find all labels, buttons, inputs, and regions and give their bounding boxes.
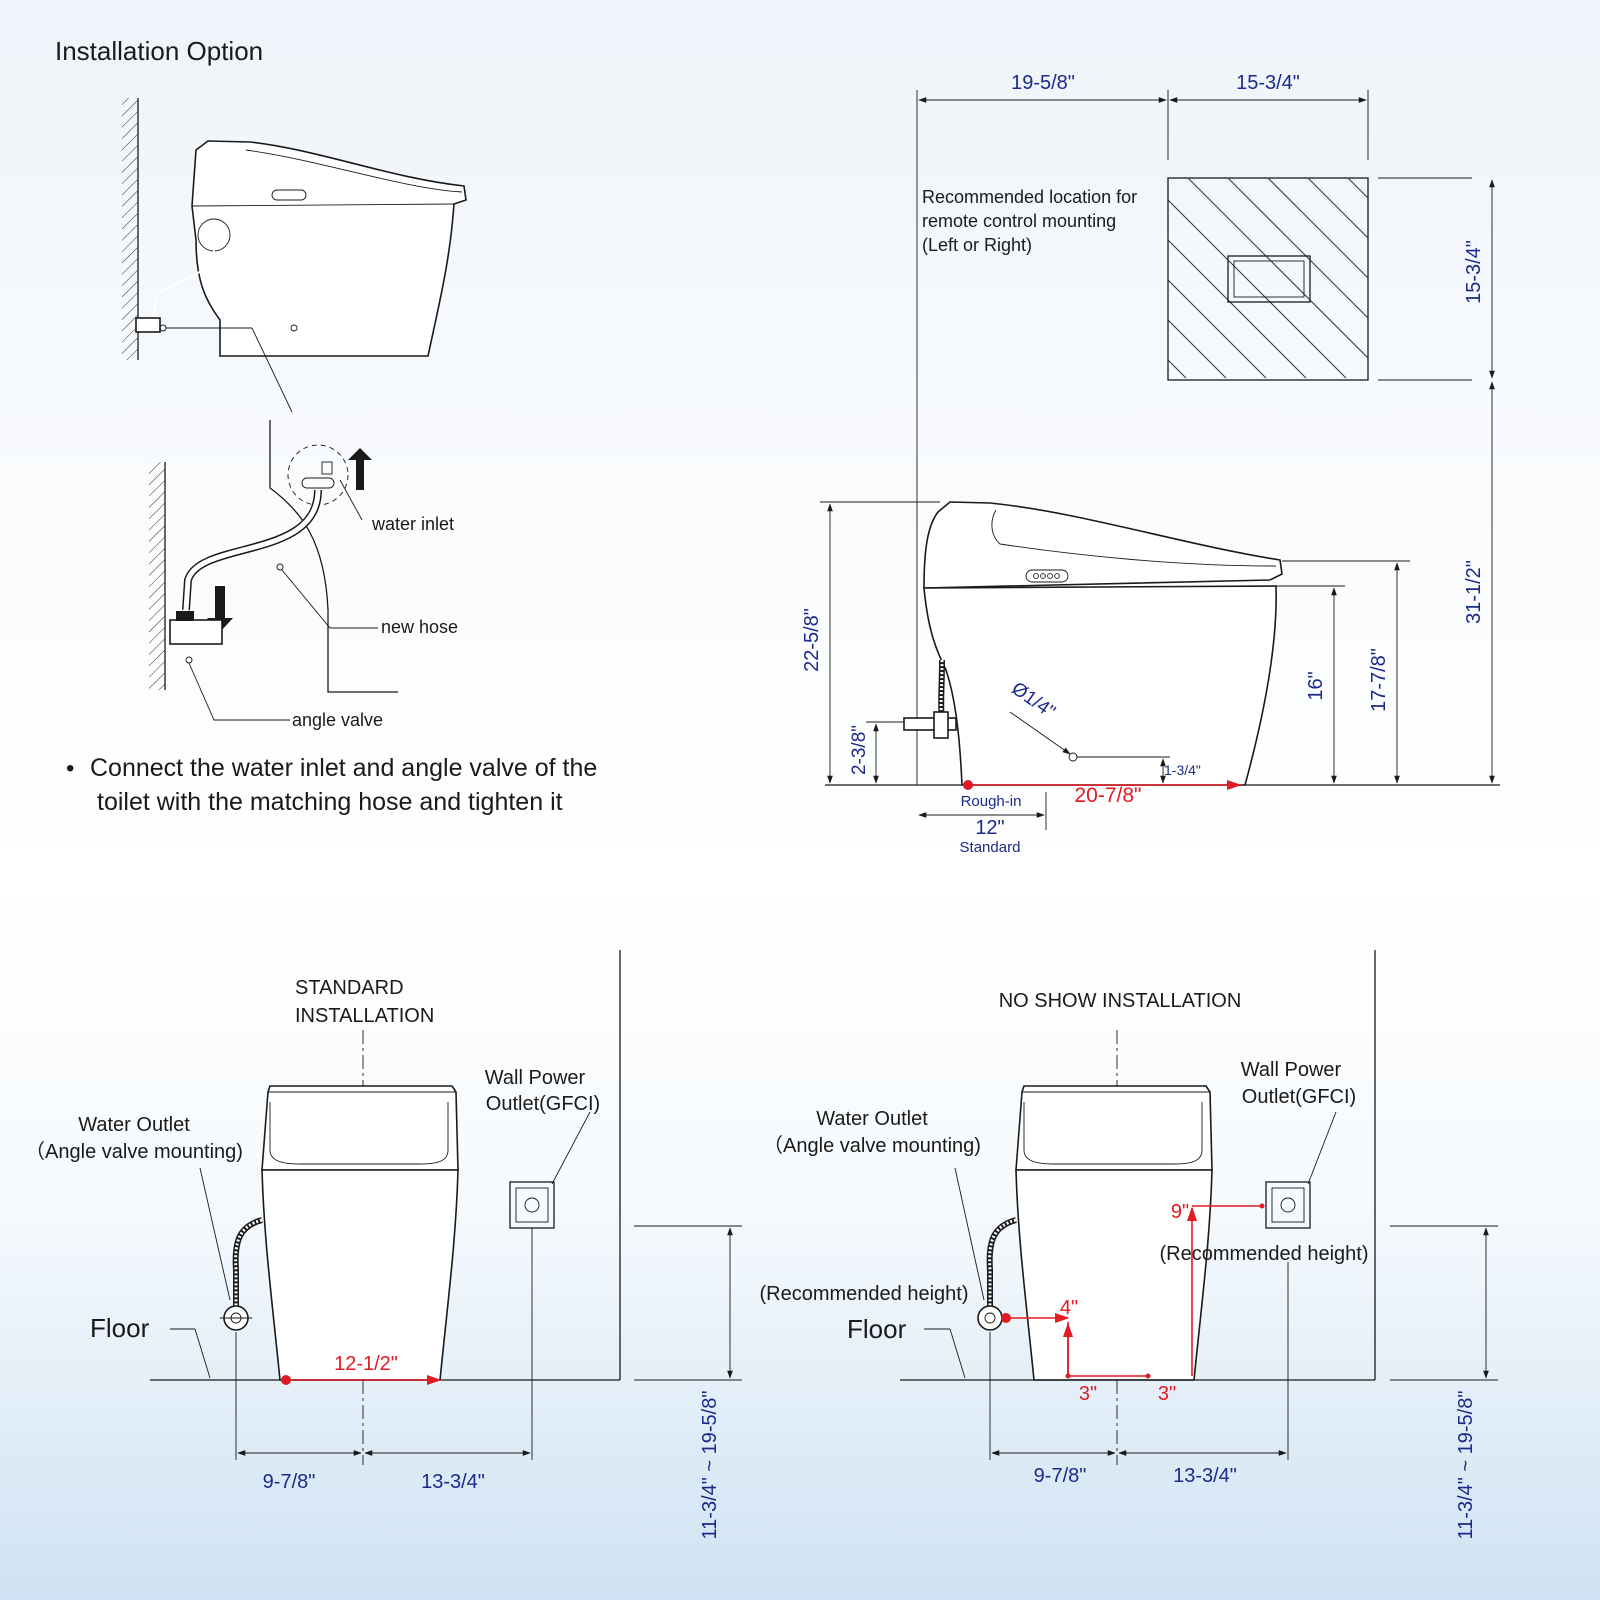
no-show-dim-outlet-up: 9" <box>1171 1201 1189 1223</box>
dim-seat-height: 17-7/8" <box>1368 648 1390 712</box>
no-show-dim-inset-left: 3" <box>1079 1383 1097 1405</box>
instruction-line-2: toilet with the matching hose and tighte… <box>97 788 563 816</box>
rough-in-standard: Standard <box>960 839 1021 856</box>
no-show-power-outlet-line-2: Outlet(GFCI) <box>1242 1086 1356 1108</box>
rough-in-label: Rough-in <box>961 793 1022 810</box>
no-show-power-outlet-line-1: Wall Power <box>1241 1059 1342 1081</box>
page-title: Installation Option <box>55 36 263 66</box>
instruction-line-1: Connect the water inlet and angle valve … <box>90 754 597 782</box>
standard-dim-left: 9-7/8" <box>263 1471 316 1493</box>
instruction-bullet: • <box>66 755 74 782</box>
side-view-figure <box>820 90 1500 830</box>
standard-dim-width: 12-1/2" <box>334 1353 398 1375</box>
no-show-dim-valve-up: 4" <box>1060 1297 1078 1319</box>
standard-water-outlet-line-2: （Angle valve mounting) <box>25 1140 243 1163</box>
hose-detail-figure <box>122 98 467 721</box>
standard-power-outlet-line-2: Outlet(GFCI) <box>486 1093 600 1115</box>
standard-power-outlet-line-1: Wall Power <box>485 1067 586 1089</box>
angle-valve-label: angle valve <box>292 710 383 730</box>
standard-water-outlet-line-1: Water Outlet <box>78 1114 190 1136</box>
standard-floor-label: Floor <box>90 1313 150 1343</box>
dim-length: 20-7/8" <box>1075 784 1142 807</box>
no-show-water-outlet-line-2: （Angle valve mounting) <box>763 1134 981 1157</box>
no-show-installation-figure <box>900 950 1498 1465</box>
dim-valve-height: 2-3/8" <box>849 725 870 775</box>
remote-note-line-2: remote control mounting <box>922 211 1116 231</box>
dim-bowl-height: 16" <box>1305 671 1327 700</box>
remote-note-line-3: (Left or Right) <box>922 235 1032 255</box>
no-show-floor-label: Floor <box>847 1314 907 1344</box>
dim-overall-height: 22-5/8" <box>801 608 823 672</box>
no-show-dim-outlet-height: 11-3/4" ~ 19-5/8" <box>1455 1391 1477 1540</box>
standard-title-line-1: STANDARD <box>295 977 404 999</box>
dim-top-right: 15-3/4" <box>1236 72 1300 94</box>
water-inlet-label: water inlet <box>371 514 454 534</box>
standard-installation-figure <box>150 950 742 1465</box>
no-show-dim-inset-right: 3" <box>1158 1383 1176 1405</box>
rough-in-value: 12" <box>975 817 1004 839</box>
no-show-water-outlet-line-1: Water Outlet <box>816 1108 928 1130</box>
standard-dim-right: 13-3/4" <box>421 1471 485 1493</box>
new-hose-label: new hose <box>381 617 458 637</box>
no-show-dim-right: 13-3/4" <box>1173 1465 1237 1487</box>
remote-note-line-1: Recommended location for <box>922 187 1137 207</box>
no-show-recommended-height-right: (Recommended height) <box>1160 1243 1369 1265</box>
dim-total-height: 31-1/2" <box>1463 560 1485 624</box>
dim-remote-height: 15-3/4" <box>1463 240 1485 304</box>
standard-dim-outlet-height: 11-3/4" ~ 19-5/8" <box>699 1391 721 1540</box>
no-show-recommended-height-left: (Recommended height) <box>760 1283 969 1305</box>
dim-top-left: 19-5/8" <box>1011 72 1075 94</box>
no-show-dim-left: 9-7/8" <box>1034 1465 1087 1487</box>
standard-title-line-2: INSTALLATION <box>295 1005 434 1027</box>
dim-drain-offset: 1-3/4" <box>1164 762 1201 778</box>
no-show-title: NO SHOW INSTALLATION <box>999 990 1242 1012</box>
